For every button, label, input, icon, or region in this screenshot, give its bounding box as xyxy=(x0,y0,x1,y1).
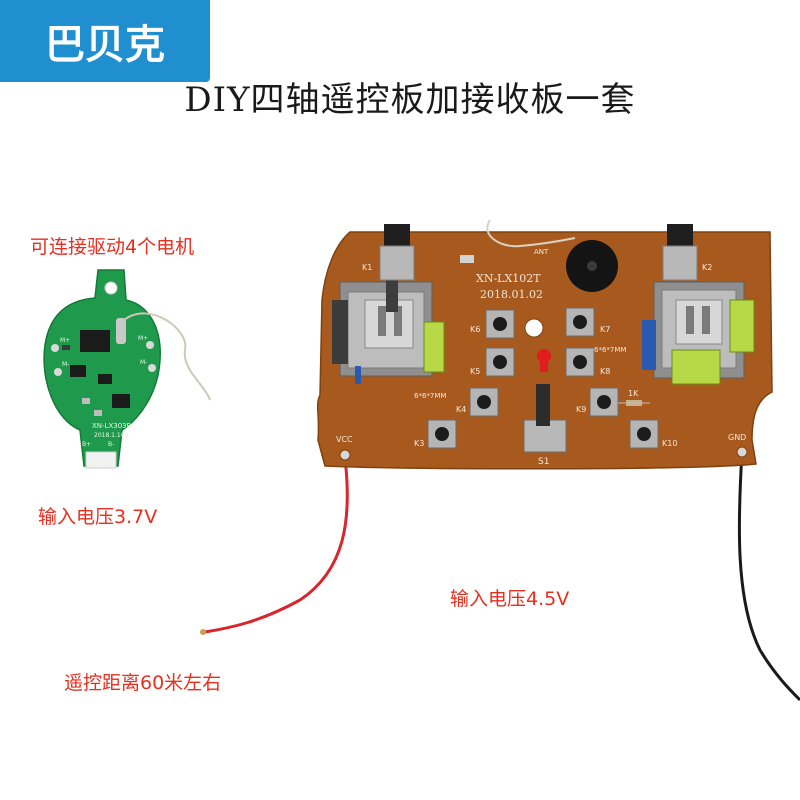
resistor-label: 1K xyxy=(628,389,639,398)
receiver-board: XN-LX303R 2018.1.109 M+ M- M+ M- B+ B- xyxy=(43,269,211,469)
gnd-wire xyxy=(737,451,800,702)
key-label: K8 xyxy=(600,367,610,376)
receiver-model: XN-LX303R xyxy=(92,422,132,430)
crystal xyxy=(116,318,126,344)
caption-input-voltage-receiver: 输入电压3.7V xyxy=(38,506,158,528)
terminal-label: B- xyxy=(108,441,114,448)
led-red xyxy=(537,349,551,363)
right-joystick xyxy=(642,281,755,385)
left-joystick xyxy=(332,262,445,384)
key-label: K10 xyxy=(662,439,677,448)
caption-input-voltage-remote: 输入电压4.5V xyxy=(450,588,570,610)
switch-label: S1 xyxy=(538,457,549,467)
vcc-label: VCC xyxy=(336,435,353,444)
switch-k1 xyxy=(384,224,410,248)
remote-date: 2018.01.02 xyxy=(480,288,543,301)
key-label: K7 xyxy=(600,325,610,334)
brand-logo: 巴贝克 xyxy=(0,0,210,82)
switch-k2 xyxy=(667,224,693,248)
key-label: K5 xyxy=(470,367,480,376)
receiver-chip xyxy=(80,330,110,352)
antenna-coil xyxy=(486,219,576,248)
remote-model: XN-LX102T xyxy=(476,272,541,285)
antenna-label: ANT xyxy=(534,248,549,256)
terminal-label: M+ xyxy=(138,335,148,342)
key-label: K4 xyxy=(456,405,466,414)
wire-end xyxy=(200,629,206,635)
button-size-label: 6*6*7MM xyxy=(414,392,446,400)
terminal-label: M- xyxy=(62,361,69,368)
key-label: K2 xyxy=(702,263,712,272)
key-label: K6 xyxy=(470,325,480,334)
vcc-wire xyxy=(204,457,349,634)
key-label: K1 xyxy=(362,263,372,272)
remote-board: XN-LX102T 2018.01.02 ANT VCC GND S1 1K 6… xyxy=(316,219,773,470)
caption-range: 遥控距离60米左右 xyxy=(64,672,222,694)
product-title: DIY四轴遥控板加接收板一套 xyxy=(184,80,636,120)
tactile-buttons xyxy=(427,307,659,449)
terminal-label: B+ xyxy=(82,441,91,448)
caption-motors: 可连接驱动4个电机 xyxy=(30,236,195,258)
key-label: K9 xyxy=(576,405,586,414)
terminal-label: M+ xyxy=(60,337,70,344)
button-size-label: 6*6*7MM xyxy=(594,346,626,354)
receiver-antenna xyxy=(123,312,211,401)
key-label: K3 xyxy=(414,439,424,448)
gnd-label: GND xyxy=(728,433,746,442)
receiver-date: 2018.1.109 xyxy=(94,432,129,439)
terminal-label: M- xyxy=(140,359,147,366)
